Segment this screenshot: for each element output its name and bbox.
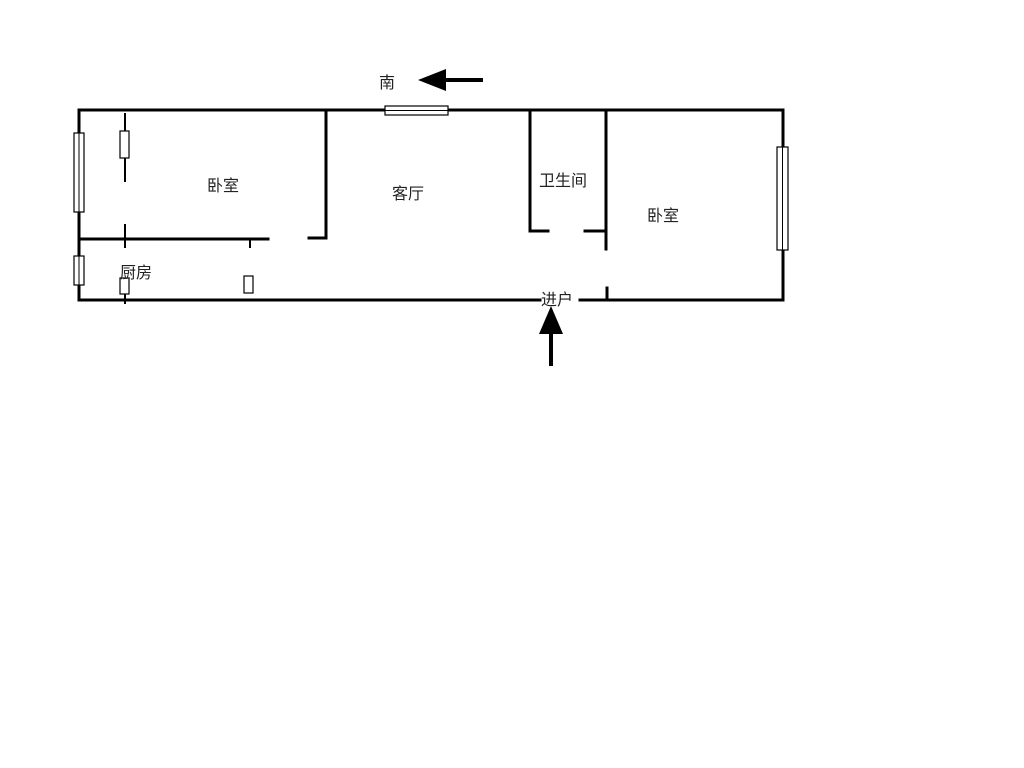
windows xyxy=(73,105,789,286)
arrow-up-icon xyxy=(539,306,563,366)
room-label-bathroom: 卫生间 xyxy=(539,171,587,190)
door-marker xyxy=(119,130,130,159)
room-labels: 卧室 客厅 卫生间 卧室 厨房 xyxy=(120,171,679,282)
outer-walls xyxy=(77,108,785,302)
entrance-label: 进户 xyxy=(541,290,573,309)
room-label-kitchen: 厨房 xyxy=(120,263,152,282)
door-marker xyxy=(119,277,130,295)
interior-walls xyxy=(77,111,609,304)
compass: 南 xyxy=(379,69,483,92)
window-east xyxy=(776,146,789,251)
window-west-lower xyxy=(73,255,85,286)
room-label-living-room: 客厅 xyxy=(392,184,424,203)
window-west-upper xyxy=(73,132,85,213)
room-label-bedroom-west: 卧室 xyxy=(207,176,239,195)
compass-label: 南 xyxy=(379,73,395,92)
door-marker xyxy=(243,275,254,294)
room-label-bedroom-east: 卧室 xyxy=(647,206,679,225)
window-south xyxy=(384,105,449,116)
arrow-left-icon xyxy=(418,69,483,91)
entrance: 进户 xyxy=(539,290,573,366)
door-markers xyxy=(119,130,254,295)
